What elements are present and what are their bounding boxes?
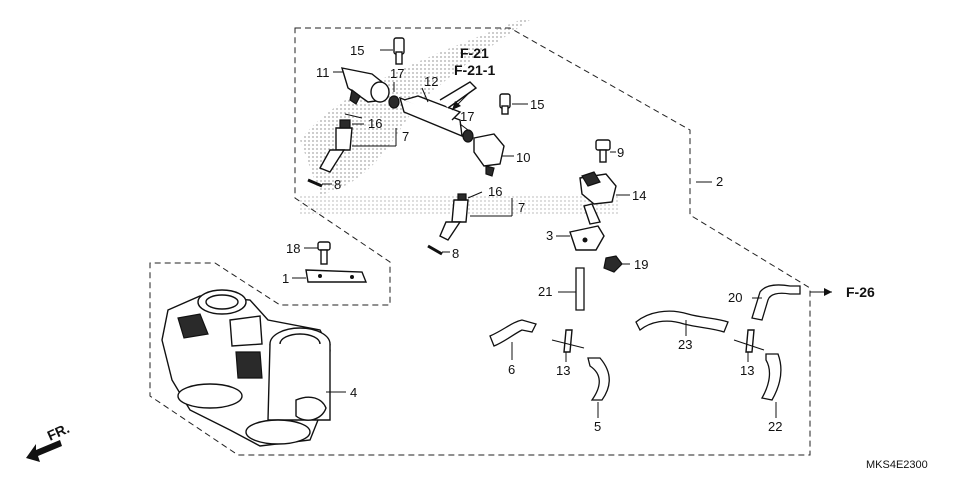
callout-17-upper: 17 [390,66,404,81]
throttle-body-4 [161,289,346,447]
arrow-f21 [452,101,461,110]
callout-13-right: 13 [740,363,754,378]
bolt-9 [595,139,616,163]
joint-13-left [551,329,585,362]
seal-8-upper [307,178,332,188]
callout-22: 22 [768,419,782,434]
callout-18: 18 [286,241,300,256]
connector-10 [473,133,514,177]
front-indicator-label: FR. [45,420,72,444]
callout-23: 23 [678,337,692,352]
ref-f21: F-21 [460,45,489,61]
hose-21 [558,267,585,311]
diagram-code: MKS4E2300 [866,459,928,471]
callout-9: 9 [617,145,624,160]
callout-5: 5 [594,419,601,434]
callout-15-upper: 15 [350,43,364,58]
callout-2: 2 [716,174,723,189]
joint-13-right [733,329,765,362]
o-ring-17-upper [388,82,400,109]
injector-7-lower [439,191,513,241]
callout-4: 4 [350,385,357,400]
callout-1: 1 [282,271,289,286]
o-ring-17-lower [459,123,474,143]
callout-6: 6 [508,362,515,377]
ref-f21-1: F-21-1 [454,62,495,78]
hose-23 [635,310,729,336]
bolt-15-right [499,93,528,115]
callout-14: 14 [632,188,646,203]
callout-12: 12 [424,74,438,89]
callout-8-upper: 8 [334,177,341,192]
callout-15-right: 15 [530,97,544,112]
injector-7-upper [319,119,397,173]
callout-8-lower: 8 [452,246,459,261]
arrow-f26 [824,288,832,296]
fuel-rail-12 [398,81,478,138]
hose-5 [587,357,610,418]
callout-11: 11 [316,65,330,80]
hose-20 [751,284,801,321]
sensor-14 [579,171,630,225]
seal-16-upper [344,113,363,119]
bracket-1 [292,269,368,283]
callout-20: 20 [728,290,742,305]
callout-17-lower: 17 [460,109,474,124]
nut-19 [603,255,630,273]
callout-13-left: 13 [556,363,570,378]
ref-f26: F-26 [846,284,875,300]
seal-8-lower [427,244,450,256]
callout-16-upper: 16 [368,116,382,131]
front-arrow-icon [26,440,62,462]
callout-21: 21 [538,284,552,299]
hose-22 [760,353,782,418]
connector-11 [333,67,390,105]
hose-6 [489,319,537,360]
bolt-18 [304,241,331,265]
bracket-3 [556,225,605,251]
callout-7-lower: 7 [518,200,525,215]
bolt-15-upper [380,37,405,65]
callout-16-lower: 16 [488,184,502,199]
callout-10: 10 [516,150,530,165]
callout-7-upper: 7 [402,129,409,144]
callout-3: 3 [546,228,553,243]
assembly-outline-dashed [149,27,811,456]
callout-19: 19 [634,257,648,272]
